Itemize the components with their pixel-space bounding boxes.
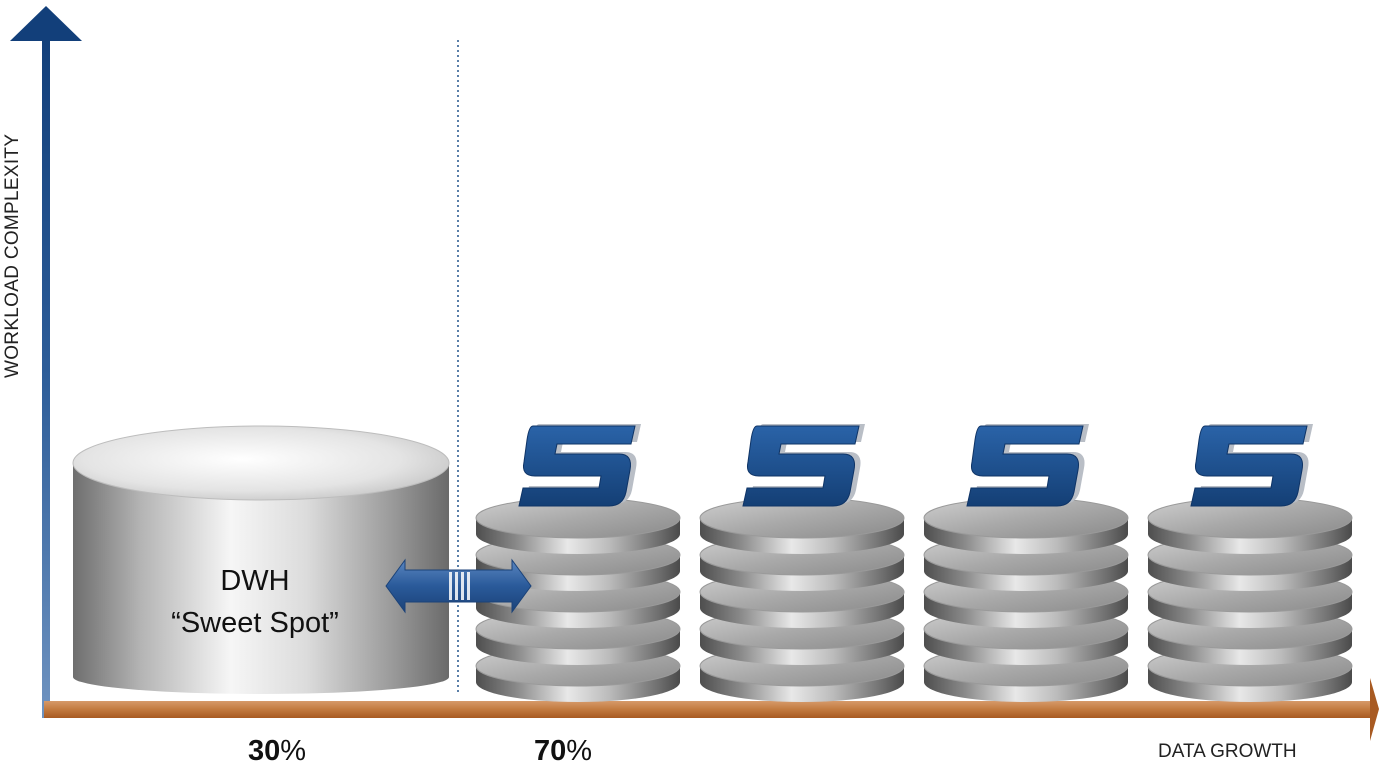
dwh-cylinder — [72, 425, 450, 694]
share-30-value: 30 — [248, 735, 281, 767]
disk — [475, 497, 681, 554]
s-logo-icon — [518, 424, 641, 507]
share-30-unit: % — [280, 735, 307, 767]
dwh-label: DWH “Sweet Spot” — [120, 560, 390, 644]
disk — [699, 497, 905, 554]
disk-stacks — [475, 424, 1353, 702]
share-70-unit: % — [566, 735, 593, 767]
dwh-title: DWH — [220, 565, 290, 597]
share-70-label: 70% — [534, 735, 592, 768]
share-30-label: 30% — [248, 735, 306, 768]
disk — [1147, 645, 1353, 702]
y-axis-arrow — [10, 6, 82, 718]
dwh-subtitle: “Sweet Spot” — [171, 607, 339, 639]
x-axis-label: DATA GROWTH — [1158, 741, 1297, 762]
y-axis-label: WORKLOAD COMPLEXITY — [2, 133, 23, 378]
s-logo-icon — [966, 424, 1089, 507]
s-logo-icon — [742, 424, 865, 507]
disk-stack — [923, 424, 1129, 702]
disk-stack — [1147, 424, 1353, 702]
s-logo-icon — [1190, 424, 1313, 507]
share-70-value: 70 — [534, 735, 567, 767]
disk — [923, 497, 1129, 554]
x-axis-arrow — [44, 678, 1379, 741]
double-arrow-icon — [385, 558, 532, 614]
disk-stack — [475, 424, 681, 702]
disk-stack — [699, 424, 905, 702]
